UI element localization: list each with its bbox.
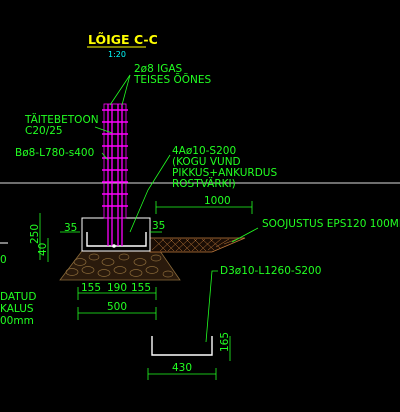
- dim-35-left: 35: [64, 222, 77, 234]
- dim-155-a: 155: [81, 282, 101, 294]
- d3-bar-detail: [151, 336, 213, 356]
- wall-column: [102, 103, 128, 248]
- label-rebar-4a-4: ROSTVÄRKI): [172, 177, 236, 190]
- label-gravel-c: 00mm: [0, 315, 34, 327]
- drawing-scale: 1:20: [108, 50, 126, 59]
- insulation-eps: [149, 237, 246, 253]
- dim-500: 500: [107, 301, 127, 313]
- insulation-hatch: [151, 238, 238, 252]
- label-insulation: SOOJUSTUS EPS120 100MM: [262, 218, 400, 230]
- label-fill-concrete-b: C20/25: [25, 125, 63, 137]
- label-rebar-b8: Bø8-L780-s400: [15, 147, 94, 159]
- dim-190: 190: [107, 282, 127, 294]
- dimension-lines: [39, 201, 253, 380]
- dim-165: 165: [219, 332, 231, 352]
- label-fill-concrete-a: TÄITEBETOON: [24, 113, 99, 126]
- drawing-title: LÕIGE C-C: [88, 32, 158, 47]
- dim-edge: 0: [0, 254, 7, 266]
- dim-40: 40: [37, 243, 49, 256]
- leader-lines: [94, 74, 259, 343]
- dim-1000: 1000: [204, 195, 231, 207]
- label-rebar-4a-3: PIKKUS+ANKURDUS: [172, 167, 277, 179]
- label-rebar-top-b: TEISES ÕÕNES: [133, 73, 211, 86]
- gravel-stones: [65, 253, 174, 278]
- label-rebar-top-a: 2ø8 IGAS: [134, 63, 183, 75]
- dim-430: 430: [172, 362, 192, 374]
- label-rebar-4a-2: (KOGU VUND: [172, 156, 241, 168]
- label-rebar-4a-1: 4Aø10-S200: [172, 145, 236, 157]
- label-rebar-d3: D3ø10-L1260-S200: [220, 265, 321, 277]
- label-gravel-b: KALUS: [0, 303, 34, 315]
- footing-rebar-u: [86, 232, 147, 247]
- label-gravel-a: DATUD: [0, 291, 36, 303]
- dim-250: 250: [29, 224, 41, 244]
- dim-35-right: 35: [152, 220, 165, 232]
- dim-155-b: 155: [131, 282, 151, 294]
